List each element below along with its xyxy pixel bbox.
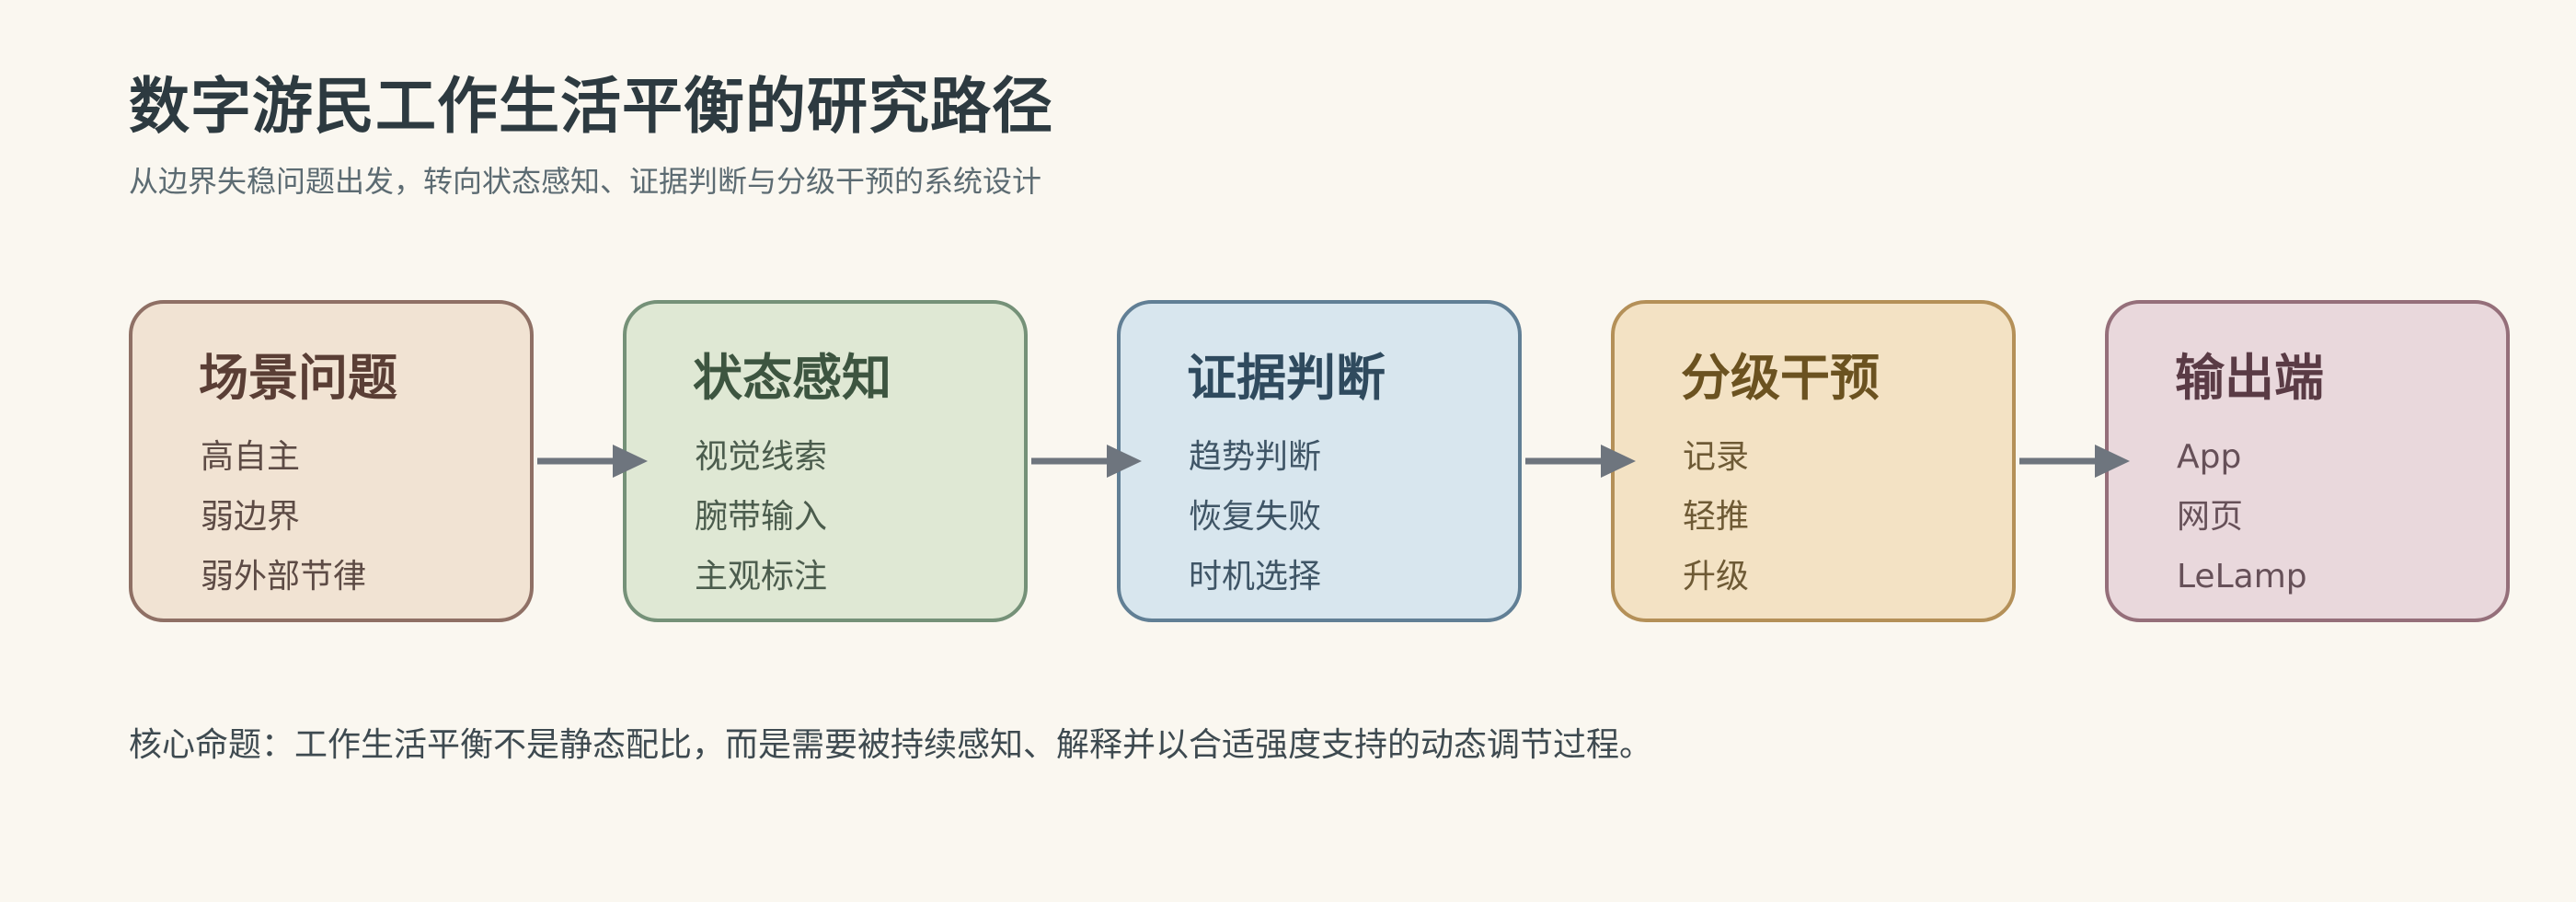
stage-item-list: App 网页 LeLamp — [2177, 427, 2307, 607]
stage-title: 状态感知 — [693, 349, 891, 407]
stage-title: 分级干预 — [1681, 349, 1880, 407]
stage-item: 恢复失败 — [1189, 498, 1322, 536]
stage-item: 升级 — [1683, 558, 1750, 596]
stage-item: 弱外部节律 — [201, 558, 367, 596]
diagram-title: 数字游民工作生活平衡的研究路径 — [129, 71, 1053, 142]
stage-box-scenario: 场景问题 高自主 弱边界 弱外部节律 — [129, 300, 534, 622]
stage-box-output: 输出端 App 网页 LeLamp — [2105, 300, 2510, 622]
flow-arrow — [1525, 445, 1636, 478]
diagram-subtitle: 从边界失稳问题出发，转向状态感知、证据判断与分级干预的系统设计 — [129, 164, 1042, 199]
stage-title: 场景问题 — [199, 349, 397, 407]
stage-box-intervention: 分级干预 记录 轻推 升级 — [1611, 300, 2016, 622]
stage-item: 趋势判断 — [1189, 438, 1322, 476]
stage-item: 腕带输入 — [695, 498, 828, 536]
flow-arrow — [2019, 445, 2130, 478]
arrow-head — [1107, 445, 1142, 478]
arrow-head — [2095, 445, 2130, 478]
stage-box-evidence: 证据判断 趋势判断 恢复失败 时机选择 — [1117, 300, 1522, 622]
flow-arrow — [1031, 445, 1142, 478]
stage-item: 时机选择 — [1189, 558, 1322, 596]
arrow-head — [1601, 445, 1636, 478]
stage-item-list: 高自主 弱边界 弱外部节律 — [201, 427, 366, 607]
stage-title: 证据判断 — [1187, 349, 1386, 407]
stage-item: 记录 — [1683, 438, 1750, 476]
arrow-head — [613, 445, 648, 478]
flow-arrow — [537, 445, 648, 478]
stage-item: 主观标注 — [695, 558, 828, 596]
stage-title: 输出端 — [2175, 349, 2324, 407]
stage-item-list: 记录 轻推 升级 — [1683, 427, 1749, 607]
stage-item: 轻推 — [1683, 498, 1750, 536]
stage-item: App — [2177, 438, 2242, 476]
stage-item-list: 趋势判断 恢复失败 时机选择 — [1189, 427, 1321, 607]
core-thesis: 核心命题：工作生活平衡不是静态配比，而是需要被持续感知、解释并以合适强度支持的动… — [129, 726, 1653, 764]
stage-item: 高自主 — [201, 438, 301, 476]
stage-item: 视觉线索 — [695, 438, 828, 476]
stage-item: 网页 — [2177, 498, 2244, 536]
stage-box-perception: 状态感知 视觉线索 腕带输入 主观标注 — [623, 300, 1028, 622]
stage-item-list: 视觉线索 腕带输入 主观标注 — [695, 427, 827, 607]
stage-item: 弱边界 — [201, 498, 301, 536]
stage-item: LeLamp — [2177, 558, 2307, 596]
